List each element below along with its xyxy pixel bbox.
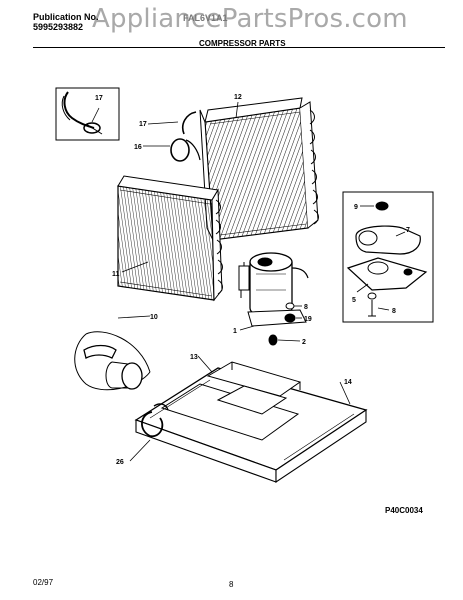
capacitor-bracket: [74, 331, 151, 391]
callout-8-upper: 8: [304, 304, 308, 311]
callout-8-lower: 8: [392, 308, 396, 315]
diagram-code: P40C0034: [385, 506, 423, 515]
motor-mount-inset-box: [342, 191, 434, 323]
tubing-inset-box: [55, 87, 120, 141]
condenser-tubing: [170, 111, 201, 162]
mounting-hardware: [268, 302, 296, 346]
callout-11: 11: [112, 271, 120, 278]
evaporator-coil: [117, 175, 223, 302]
footer-page-number: 8: [229, 580, 234, 589]
publication-number: 5995293882: [33, 22, 84, 32]
callout-19: 19: [304, 316, 312, 323]
model-number: FAL6V1A1: [183, 13, 228, 23]
callout-5: 5: [352, 297, 356, 304]
header-rule: [33, 47, 445, 48]
compressor: [238, 252, 309, 327]
callout-13: 13: [190, 354, 198, 361]
callout-26: 26: [116, 459, 124, 466]
watermark-text: AppliancePartsPros.com: [92, 4, 408, 34]
callout-14: 14: [344, 379, 352, 386]
footer-date: 02/97: [33, 578, 54, 587]
callout-12: 12: [234, 94, 242, 101]
callout-16: 16: [134, 144, 142, 151]
section-title: COMPRESSOR PARTS: [199, 39, 286, 48]
leader-lines: [91, 101, 406, 462]
publication-label: Publication No.: [33, 12, 99, 22]
callout-10: 10: [150, 314, 158, 321]
callout-17: 17: [139, 121, 147, 128]
callout-9: 9: [354, 204, 358, 211]
callout-labels: 17 12 17 16 9 7 11 8 19 5 8 1 2 10 13 14…: [95, 94, 410, 466]
base-pan: [134, 361, 368, 484]
callout-2: 2: [302, 339, 306, 346]
callout-1: 1: [233, 328, 237, 335]
callout-17-inset: 17: [95, 95, 103, 102]
callout-7: 7: [406, 227, 410, 234]
